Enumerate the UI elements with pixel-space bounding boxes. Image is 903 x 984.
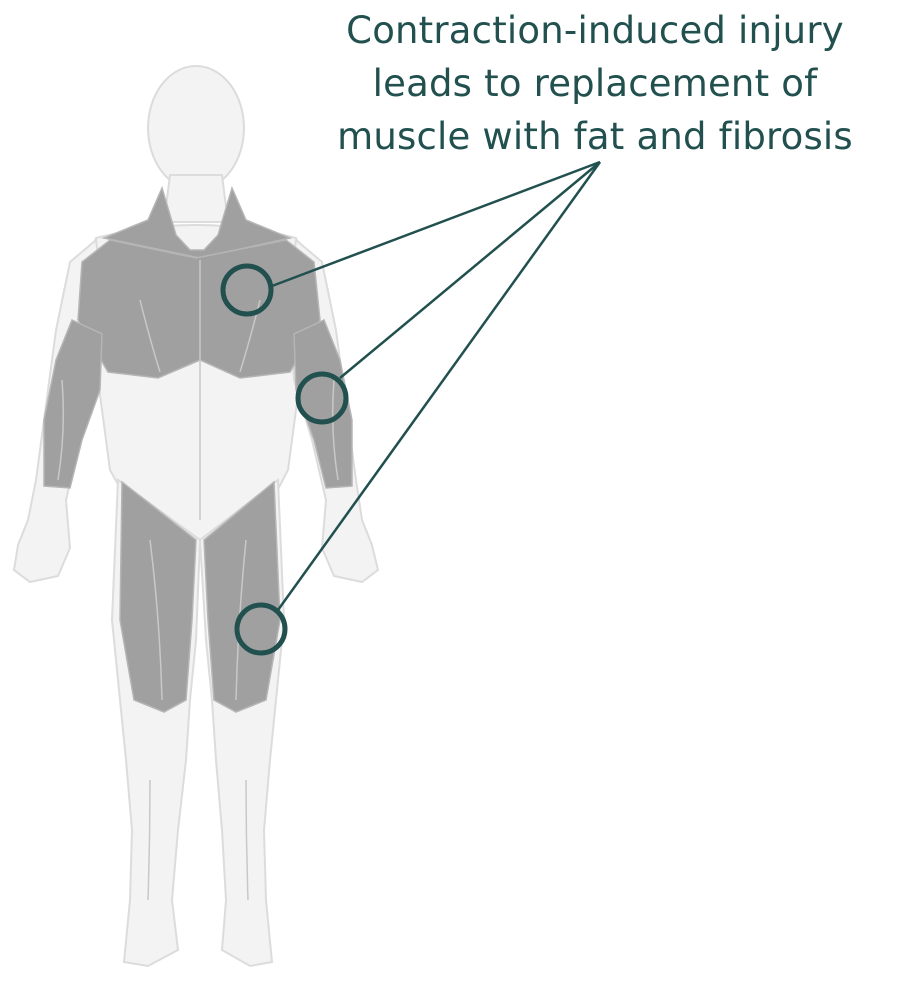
caption-line-1: Contraction-induced injury bbox=[290, 4, 900, 57]
left-arm-muscles bbox=[44, 320, 102, 488]
head bbox=[148, 66, 244, 190]
annotation-caption: Contraction-induced injury leads to repl… bbox=[290, 4, 900, 163]
chest-muscles bbox=[78, 240, 320, 378]
pointer-line-forearm bbox=[340, 162, 600, 378]
body-silhouette bbox=[14, 66, 378, 966]
caption-line-3: muscle with fat and fibrosis bbox=[290, 110, 900, 163]
pointer-line-chest bbox=[272, 162, 600, 286]
caption-line-2: leads to replacement of bbox=[290, 57, 900, 110]
neck bbox=[164, 175, 228, 222]
